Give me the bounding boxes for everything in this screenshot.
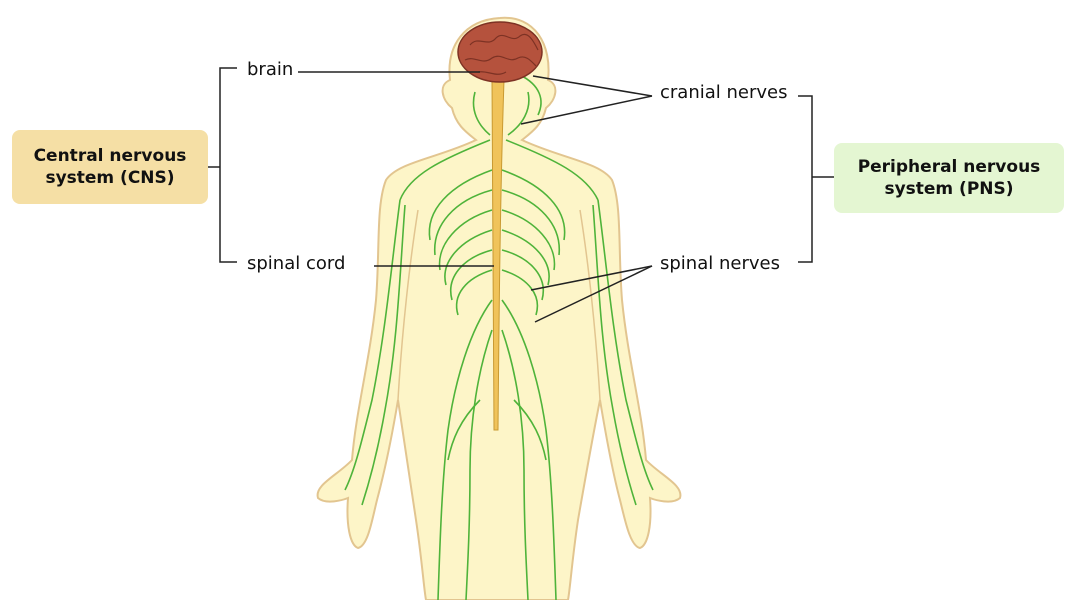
spinal-cord [491,79,505,431]
pns-bracket [798,95,813,263]
cranial-leader-upper [532,75,653,97]
arm-crease-left [397,209,419,401]
cranial-leader-lower [520,95,653,125]
peripheral-nerves [344,74,654,600]
spinal-nerves-leader-upper [530,265,653,291]
pns-box: Peripheral nervous system (PNS) [834,143,1064,213]
arm-crease-right [579,209,601,401]
cranial-nerves-label: cranial nerves [660,82,788,103]
pns-box-label: Peripheral nervous system (PNS) [857,157,1041,199]
cns-bracket [219,67,237,263]
brain [457,21,543,83]
spinal-nerves-leader-lower [534,265,653,323]
cns-box: Central nervous system (CNS) [12,130,208,204]
brain-label: brain [247,59,294,80]
cns-box-label: Central nervous system (CNS) [33,146,187,188]
annotation-lines [208,67,834,323]
central-nervous-system [457,21,543,431]
spinal-nerves-label: spinal nerves [660,253,780,274]
brain-folds [464,33,539,75]
spinal-cord-label: spinal cord [247,253,346,274]
